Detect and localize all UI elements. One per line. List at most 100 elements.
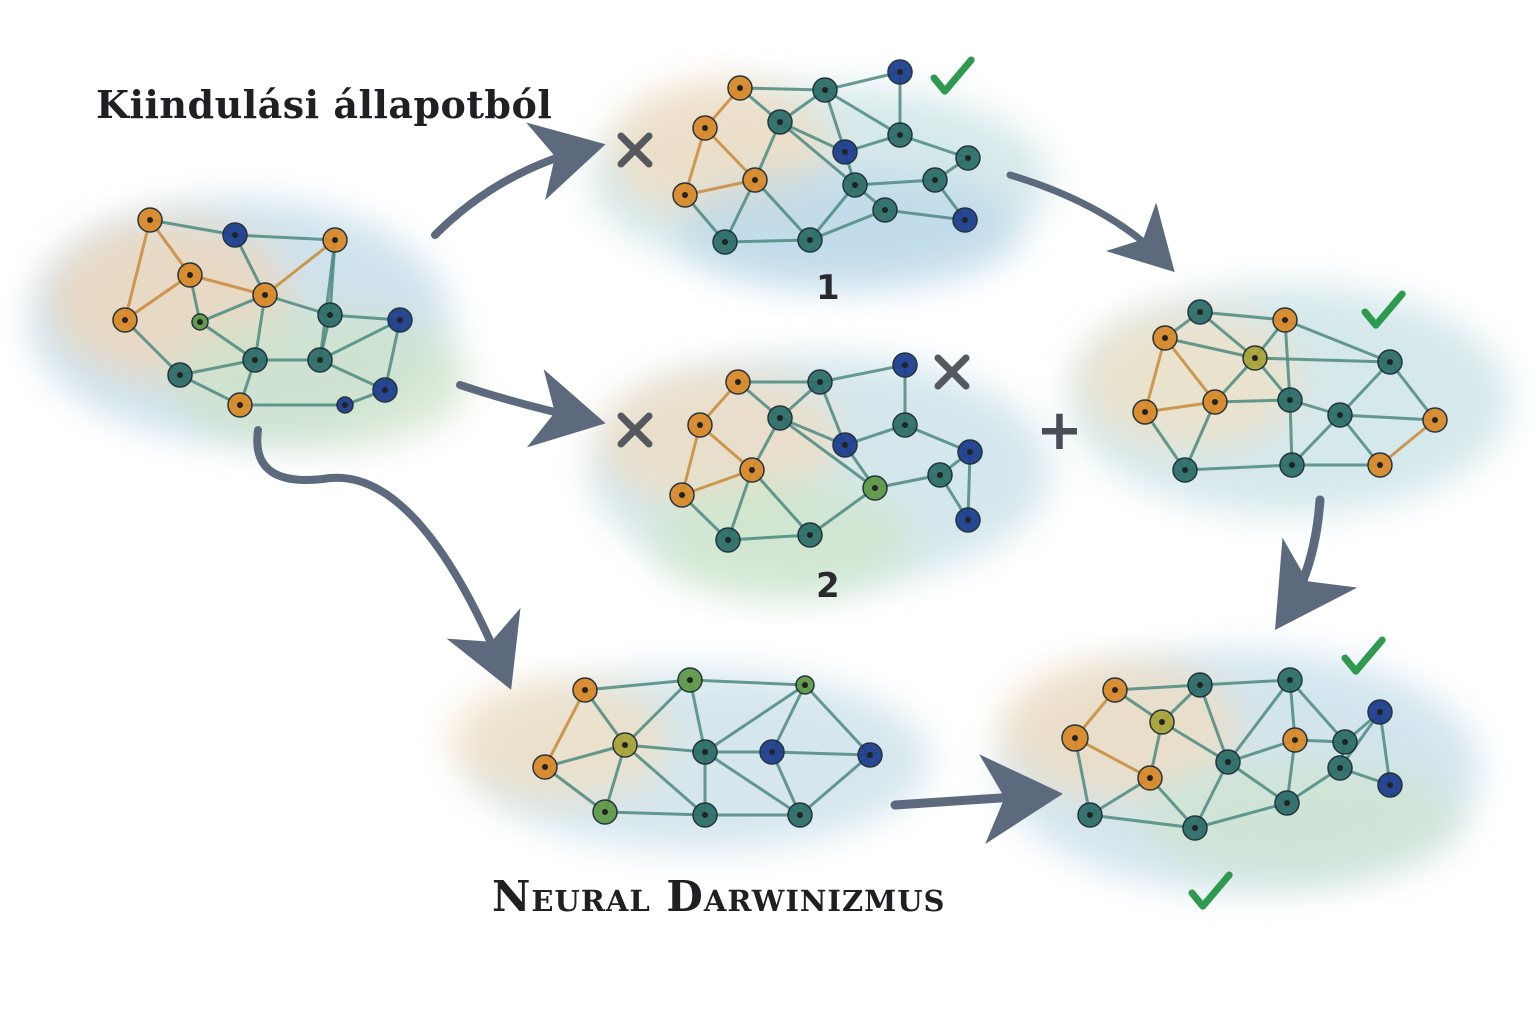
variant-2-network <box>669 352 983 553</box>
network-node-dot <box>1287 677 1293 683</box>
network-node-dot <box>1284 800 1290 806</box>
network-edge <box>1161 720 1229 764</box>
network-node-dot <box>897 69 903 75</box>
network-edge <box>189 273 266 297</box>
network-node-dot <box>769 749 775 755</box>
network-node-dot <box>1197 309 1203 315</box>
network-node-dot <box>327 312 333 318</box>
arrow-icon <box>431 122 606 239</box>
network-node-dot <box>232 232 238 238</box>
network-edge <box>854 178 936 187</box>
network-node-dot <box>882 207 888 213</box>
network-edge <box>689 678 806 687</box>
variant-1-label: 1 <box>816 268 840 308</box>
network-edge <box>124 273 191 322</box>
arrow-icon <box>1006 171 1175 273</box>
network-node-dot <box>725 537 731 543</box>
network-edge <box>264 238 336 297</box>
network-edge <box>1164 336 1256 360</box>
network-edge <box>824 70 901 92</box>
network-node-dot <box>735 379 741 385</box>
network-node-dot <box>777 415 783 421</box>
network-node-dot <box>1282 317 1288 323</box>
network-node-dot <box>1337 765 1343 771</box>
combined-network <box>1132 299 1448 483</box>
network-node-dot <box>817 379 823 385</box>
network-node-dot <box>842 442 848 448</box>
network-node-dot <box>752 177 758 183</box>
network-node-dot <box>1337 412 1343 418</box>
network-node-dot <box>1147 775 1153 781</box>
network-node-dot <box>1159 719 1165 725</box>
network-node-dot <box>1182 467 1188 473</box>
network-edge <box>819 363 906 384</box>
network-node-dot <box>1197 682 1203 688</box>
network-node-dot <box>1292 737 1298 743</box>
network-edge <box>1163 337 1217 403</box>
network-node-dot <box>749 467 755 473</box>
network-node-dot <box>872 485 878 491</box>
network-node-dot <box>342 402 348 408</box>
network-node-dot <box>937 472 943 478</box>
network-node-dot <box>679 492 685 498</box>
network-node-dot <box>187 272 193 278</box>
network-node-dot <box>397 317 403 323</box>
network-edge <box>318 239 337 361</box>
network-edge <box>750 469 812 536</box>
network-edge <box>724 238 811 244</box>
network-node-dot <box>1212 399 1218 405</box>
network-edge <box>123 219 152 321</box>
variant-1-network <box>672 59 981 255</box>
network-node-dot <box>802 682 808 688</box>
network-node-dot <box>697 422 703 428</box>
network-node-dot <box>702 125 708 131</box>
network-node-dot <box>902 362 908 368</box>
network-node-dot <box>682 192 688 198</box>
network-edge <box>1184 463 1293 472</box>
plus-icon: + <box>1036 398 1083 463</box>
network-node-dot <box>542 764 548 770</box>
network-node-dot <box>1162 335 1168 341</box>
network-node-dot <box>867 752 873 758</box>
network-node-dot <box>1387 782 1393 788</box>
network-edge <box>1339 413 1436 422</box>
network-node-dot <box>1192 825 1198 831</box>
network-edge <box>1199 678 1291 687</box>
network-edge <box>624 743 706 817</box>
network-node-dot <box>1432 417 1438 423</box>
watercolor-wash <box>600 370 840 510</box>
network-node-dot <box>382 387 388 393</box>
network-edge <box>779 416 876 490</box>
arrow-icon <box>1275 495 1358 630</box>
network-node-dot <box>777 119 783 125</box>
final-network <box>1061 667 1403 841</box>
network-edge <box>604 810 706 817</box>
watercolor-wash <box>1080 310 1300 450</box>
network-node-dot <box>237 402 243 408</box>
network-node-dot <box>1342 739 1348 745</box>
start-network <box>112 207 413 418</box>
network-edge <box>799 753 871 817</box>
network-edge <box>704 750 801 817</box>
network-node-dot <box>902 422 908 428</box>
network-edge <box>543 689 587 768</box>
network-edge <box>884 208 966 222</box>
network-node-dot <box>1225 759 1231 765</box>
network-node-dot <box>932 177 938 183</box>
network-node-dot <box>1252 355 1258 361</box>
network-node-dot <box>967 449 973 455</box>
watercolor-wash <box>680 170 1020 290</box>
network-edge <box>1198 684 1230 763</box>
network-node-dot <box>897 132 903 138</box>
arrow-icon <box>253 426 521 690</box>
network-node-dot <box>1142 409 1148 415</box>
network-edge <box>1114 683 1201 692</box>
network-edge <box>1199 310 1286 322</box>
cross-icon <box>934 354 970 390</box>
network-node-dot <box>822 87 828 93</box>
network-edge <box>1284 318 1391 364</box>
network-edge <box>824 88 901 137</box>
network-node-dot <box>122 317 128 323</box>
network-node-dot <box>582 687 588 693</box>
network-node-dot <box>1087 812 1093 818</box>
